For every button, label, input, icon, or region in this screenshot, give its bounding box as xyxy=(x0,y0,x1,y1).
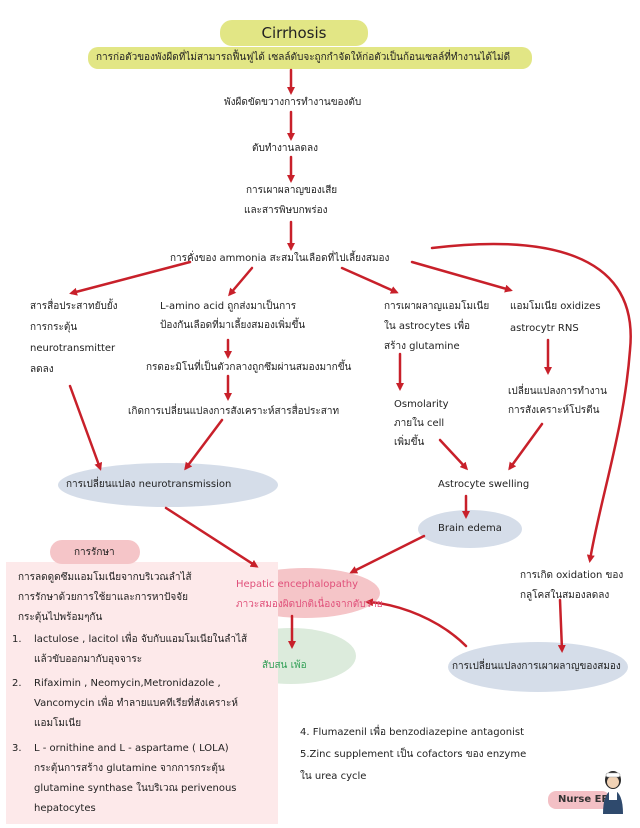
astrocyte-swelling-node: Astrocyte swelling xyxy=(438,479,530,490)
he-line2: ภาวะสมองผิดปกติเนื่องจากตับวาย xyxy=(236,599,383,610)
oxidation-node: การเกิด oxidation ของ กลูโคสในสมองลดลง xyxy=(520,566,623,606)
brand-badge: Nurse ER xyxy=(548,791,610,809)
treatment-item-num: 1. xyxy=(12,634,22,645)
rns-next-line: การสังเคราะห์โปรตีน xyxy=(508,405,600,416)
treatment-intro-line: การลดดูดซึมแอมโมเนียจากบริเวณลำไส้ xyxy=(18,572,192,583)
oxidation-line: การเกิด oxidation ของ xyxy=(520,570,624,581)
treatment-item-line: แอมโมเนีย xyxy=(34,718,82,729)
treatment-item-line: L - ornithine and L - aspartame ( LOLA) xyxy=(34,743,229,754)
mid-branch-line: ป้องกันเลือดที่มาเลี้ยงสมองเพิ่มขึ้น xyxy=(160,320,306,331)
treatment-item-line: hepatocytes xyxy=(34,803,96,814)
osmo-line: เพิ่มขึ้น xyxy=(394,437,425,448)
nurse-avatar-icon xyxy=(603,771,623,814)
definition-text: การก่อตัวของพังผืดที่ไม่สามารถฟื้นฟูได้ … xyxy=(96,52,511,63)
treatment-item-line: กระตุ้นการสร้าง glutamine จากการกระตุ้น xyxy=(34,763,225,774)
treatment-item-line: Vancomycin เพื่อ ทำลายแบคทีเรียที่สังเคร… xyxy=(34,698,238,709)
left-branch-line: ลดลง xyxy=(30,364,54,375)
confusion-node: สับสน เพ้อ xyxy=(262,660,307,671)
rns-line: แอมโมเนีย oxidizes xyxy=(510,301,601,312)
treatment-item-2: 2. Rifaximin , Neomycin,Metronidazole , … xyxy=(12,674,238,734)
treatment-extra-line: ใน urea cycle xyxy=(300,771,367,782)
neurotransmission-node: การเปลี่ยนแปลง neurotransmission xyxy=(66,479,232,490)
treatment-intro-line: กระตุ้นไปพร้อมๆกัน xyxy=(18,612,103,623)
arrow-result-nt xyxy=(184,418,224,471)
treatment-panel xyxy=(6,562,278,824)
title-highlight xyxy=(220,20,368,46)
treatment-item-line: Rifaximin , Neomycin,Metronidazole , xyxy=(34,678,221,689)
treatment-intro-line: การรักษาด้วยการใช้ยาและการหาปัจจัย xyxy=(18,592,188,603)
treatment-extra-line: 4. Flumazenil เพื่อ benzodiazepine antag… xyxy=(300,727,525,738)
treatment-item-line: แล้วขับออกมากับอุจจาระ xyxy=(34,654,143,665)
flow-step2: ตับทำงานลดลง xyxy=(252,143,319,154)
rns-next: เปลี่ยนแปลงการทำงาน การสังเคราะห์โปรตีน xyxy=(508,382,607,420)
treatment-item-line: glutamine synthase ในบริเวณ perivenous xyxy=(34,783,237,794)
arrow-nt-he xyxy=(164,506,259,568)
left-branch-line: สารสื่อประสาทยับยั้ง xyxy=(30,301,118,312)
brand-text: Nurse ER xyxy=(558,794,610,805)
rns-line: astrocytr RNS xyxy=(510,323,579,334)
astro-branch-line: การเผาผลาญแอมโมเนีย xyxy=(384,301,490,312)
he-line1: Hepatic encephalopathy xyxy=(236,579,359,590)
mid-branch-line: L-amino acid ถูกส่งมาเป็นการ xyxy=(160,301,297,312)
flow-step1: พังผืดขัดขวางการทำงานของตับ xyxy=(224,97,362,108)
left-branch-line: neurotransmitter xyxy=(30,343,116,354)
oxidation-line: กลูโคสในสมองลดลง xyxy=(520,590,610,601)
treatment-intro: การลดดูดซึมแอมโมเนียจากบริเวณลำไส้ การรั… xyxy=(18,568,192,628)
arrow-step4-mid xyxy=(228,266,254,297)
left-branch-line: การกระตุ้น xyxy=(30,322,78,333)
mid-branch: L-amino acid ถูกส่งมาเป็นการ ป้องกันเลือ… xyxy=(160,297,305,335)
treatment-item-3: 3. L - ornithine and L - aspartame ( LOL… xyxy=(12,739,237,819)
treatment-extra-line: 5.Zinc supplement เป็น cofactors ของ enz… xyxy=(300,749,527,760)
astro-branch-line: สร้าง glutamine xyxy=(384,341,460,352)
flow-step3a: การเผาผลาญของเสีย xyxy=(246,185,338,196)
osmo-line: ภายใน cell xyxy=(394,418,445,429)
osmolarity: Osmolarity ภายใน cell เพิ่มขึ้น xyxy=(394,395,449,452)
mid-branch-next: กรดอะมิโนที่เป็นตัวกลางถูกซึมผ่านสมองมาก… xyxy=(146,362,352,373)
arrow-left-nt xyxy=(68,384,103,471)
astro-branch: การเผาผลาญแอมโมเนีย ใน astrocytes เพื่อ … xyxy=(384,297,489,357)
treatment-item-num: 2. xyxy=(12,678,22,689)
arrow-rnsnext-swelling xyxy=(508,422,544,471)
arrow-edema-he xyxy=(349,534,426,574)
osmo-line: Osmolarity xyxy=(394,399,449,410)
arrow-step4-left xyxy=(69,260,192,296)
metabolism-node: การเปลี่ยนแปลงการเผาผลาญของสมอง xyxy=(452,661,621,672)
arrow-step4-rns xyxy=(410,260,513,293)
flow-step4: การคั่งของ ammonia สะสมในเลือดที่ไปเลี้ย… xyxy=(170,253,390,264)
treatment-item-1: 1. lactulose , lacitol เพื่อ จับกับแอมโม… xyxy=(12,630,247,670)
treatment-label-highlight xyxy=(50,540,140,564)
treatment-extra: 4. Flumazenil เพื่อ benzodiazepine antag… xyxy=(300,722,526,788)
page-title: Cirrhosis xyxy=(261,24,327,42)
rns-next-line: เปลี่ยนแปลงการทำงาน xyxy=(508,386,607,397)
metabolism-highlight xyxy=(448,642,628,692)
left-branch: สารสื่อประสาทยับยั้ง การกระตุ้น neurotra… xyxy=(30,296,118,380)
brain-edema-node: Brain edema xyxy=(438,523,502,534)
treatment-item-num: 3. xyxy=(12,743,22,754)
mid-branch-result: เกิดการเปลี่ยนแปลงการสังเคราะห์สารสื่อปร… xyxy=(128,406,340,417)
treatment-label: การรักษา xyxy=(74,547,115,558)
definition-highlight xyxy=(88,47,532,69)
rns-branch: แอมโมเนีย oxidizes astrocytr RNS xyxy=(510,296,601,340)
astro-branch-line: ใน astrocytes เพื่อ xyxy=(384,321,471,332)
treatment-item-line: lactulose , lacitol เพื่อ จับกับแอมโมเนี… xyxy=(34,634,248,645)
flow-step3b: และสารพิษบกพร่อง xyxy=(244,205,328,216)
arrow-step4-astro xyxy=(340,266,399,294)
